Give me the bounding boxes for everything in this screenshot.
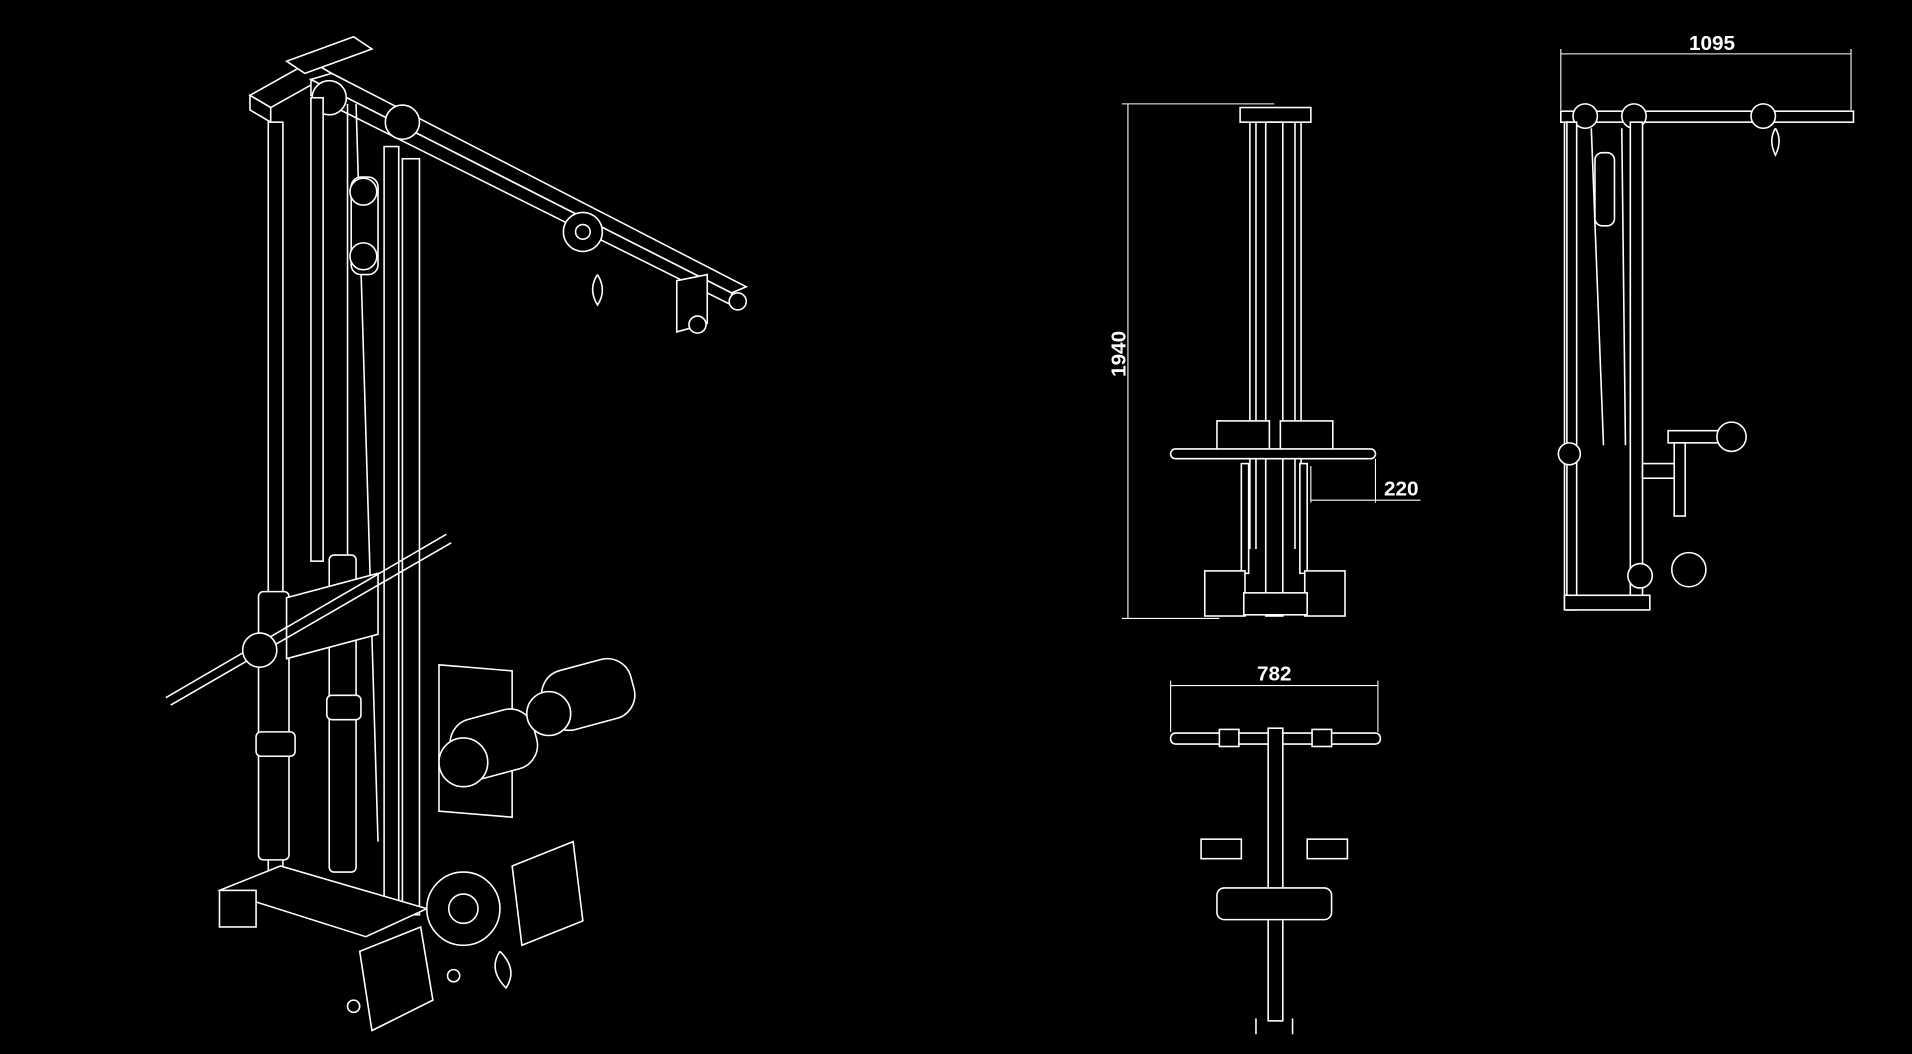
dimension-width-label: 782: [1257, 663, 1292, 686]
dimension-height-label: 1940: [1107, 331, 1130, 377]
dimension-handle-offset: 220: [1310, 458, 1421, 503]
side-view: [1557, 103, 1855, 611]
top-view: [1169, 727, 1382, 1035]
dimension-depth-label: 1095: [1689, 32, 1735, 55]
dimension-depth: 1095: [1560, 32, 1852, 110]
dimension-width: 782: [1170, 663, 1379, 732]
dimension-handle-offset-label: 220: [1384, 477, 1419, 500]
isometric-view: [165, 35, 749, 1032]
dimension-height: 1940: [1107, 103, 1275, 620]
front-view: [1169, 106, 1377, 617]
